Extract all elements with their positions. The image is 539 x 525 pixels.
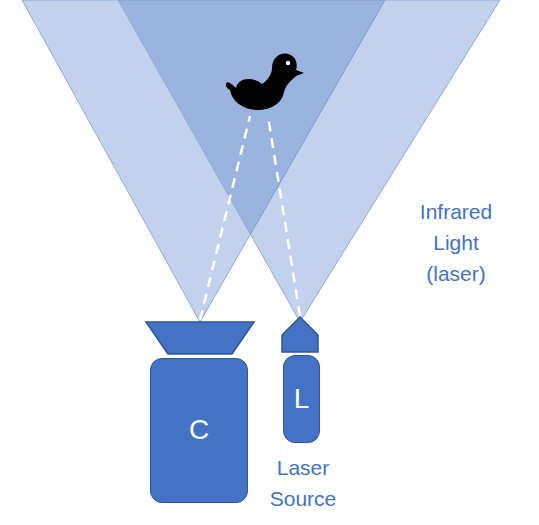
duck-object [226,54,304,110]
beam-label: Infrared Light (laser) [408,196,504,289]
device-label: Laser Source [261,452,345,514]
laser-emitter [282,317,318,352]
laser-ray [268,116,300,316]
device-letter: C [189,415,209,446]
device-letter: L [294,384,310,415]
reflected-ray [200,116,250,320]
camera-lens [146,322,254,354]
camera-box: C [150,358,248,503]
laser-box: L [283,355,320,443]
